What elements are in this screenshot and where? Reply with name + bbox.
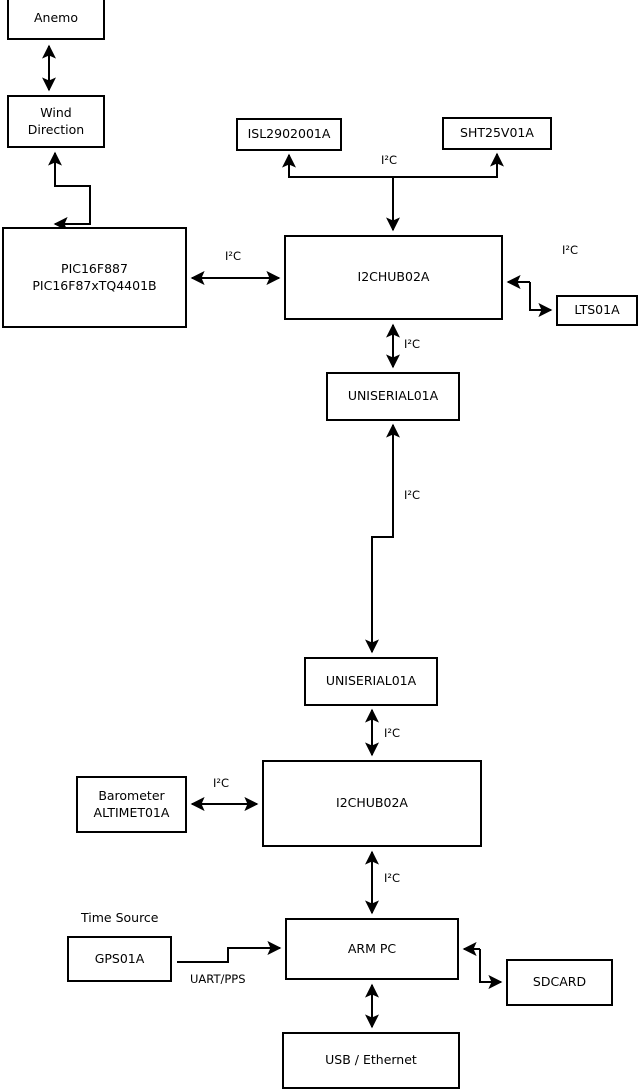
node-arm-pc-label: ARM PC xyxy=(347,940,397,956)
node-sht25v01a-label: SHT25V01A xyxy=(460,125,534,141)
edge-armpc-sdcard-in xyxy=(479,949,503,989)
edge-label-gps-armpc: UART/PPS xyxy=(190,972,246,986)
node-isl2902001a-label: ISL2902001A xyxy=(247,126,331,142)
node-i2chub02a-bottom[interactable]: I2CHUB02A xyxy=(262,760,482,847)
node-barometer-label: Barometer ALTIMET01A xyxy=(93,788,170,820)
edge-uniserial-link xyxy=(365,423,400,654)
node-uniserial01a-bottom-label: UNISERIAL01A xyxy=(325,673,417,689)
node-uniserial01a-top-label: UNISERIAL01A xyxy=(347,388,439,404)
node-sdcard[interactable]: SDCARD xyxy=(506,959,613,1006)
node-lts01a-label: LTS01A xyxy=(574,302,620,318)
node-usb-ethernet-label: USB / Ethernet xyxy=(325,1052,417,1068)
node-gps01a-label: GPS01A xyxy=(94,950,145,966)
node-anemo[interactable]: Anemo xyxy=(7,0,105,40)
node-lts01a[interactable]: LTS01A xyxy=(556,295,638,326)
node-wind-direction-label: Wind Direction xyxy=(27,105,85,137)
edge-label-barometer-hub: I²C xyxy=(213,776,230,790)
node-isl2902001a[interactable]: ISL2902001A xyxy=(236,118,342,151)
node-sht25v01a[interactable]: SHT25V01A xyxy=(442,117,552,150)
edge-label-uniserial-hub: I²C xyxy=(384,726,401,740)
node-uniserial01a-bottom[interactable]: UNISERIAL01A xyxy=(304,657,438,706)
edge-gps-armpc xyxy=(177,941,282,963)
node-uniserial01a-top[interactable]: UNISERIAL01A xyxy=(326,372,460,421)
edge-label-hub-armpc: I²C xyxy=(384,871,401,885)
node-gps01a[interactable]: GPS01A xyxy=(67,936,172,982)
edge-label-sensor-bus: I²C xyxy=(381,153,398,167)
edge-label-uniserial-link: I²C xyxy=(404,488,421,502)
edge-label-hub-lts: I²C xyxy=(562,243,579,257)
edge-label-hub-uniserial: I²C xyxy=(404,337,421,351)
edge-hubtop-lts-in xyxy=(529,282,553,317)
node-wind-direction[interactable]: Wind Direction xyxy=(7,95,105,148)
node-i2chub02a-top-label: I2CHUB02A xyxy=(357,269,430,285)
node-usb-ethernet[interactable]: USB / Ethernet xyxy=(282,1032,460,1089)
edge-label-pic-hub: I²C xyxy=(225,249,242,263)
node-pic-mcu[interactable]: PIC16F887 PIC16F87xTQ4401B xyxy=(2,227,187,328)
node-anemo-label: Anemo xyxy=(34,9,78,25)
node-arm-pc[interactable]: ARM PC xyxy=(285,918,459,980)
node-sdcard-label: SDCARD xyxy=(532,974,587,990)
edge-wind-pic xyxy=(48,151,91,231)
node-i2chub02a-top[interactable]: I2CHUB02A xyxy=(284,235,503,320)
node-barometer[interactable]: Barometer ALTIMET01A xyxy=(76,776,187,833)
node-i2chub02a-bottom-label: I2CHUB02A xyxy=(336,795,408,811)
node-pic-mcu-label: PIC16F887 PIC16F87xTQ4401B xyxy=(32,261,157,293)
label-time-source: Time Source xyxy=(81,910,159,925)
